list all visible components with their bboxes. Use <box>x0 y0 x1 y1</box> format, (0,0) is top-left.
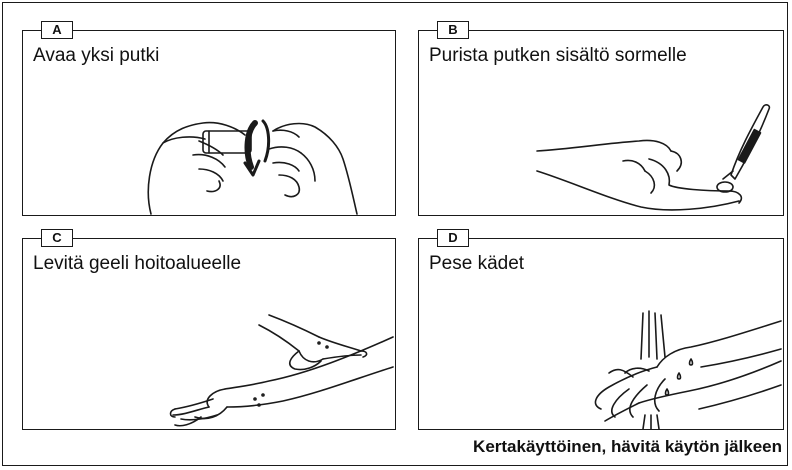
hands-opening-tube-illustration <box>23 31 397 217</box>
applying-gel-to-arm-illustration <box>23 239 397 431</box>
panel-c: C Levitä geeli hoitoalueelle <box>22 238 396 430</box>
panel-d: D Pese kädet <box>418 238 784 430</box>
panel-b: B Purista putken sisältö sormelle <box>418 30 784 216</box>
finger-with-gel-tube-illustration <box>419 31 785 217</box>
disposal-note: Kertakäyttöinen, hävitä käytön jälkeen <box>473 437 782 457</box>
washing-hands-illustration <box>419 239 785 431</box>
panel-a: A Avaa yksi putki <box>22 30 396 216</box>
